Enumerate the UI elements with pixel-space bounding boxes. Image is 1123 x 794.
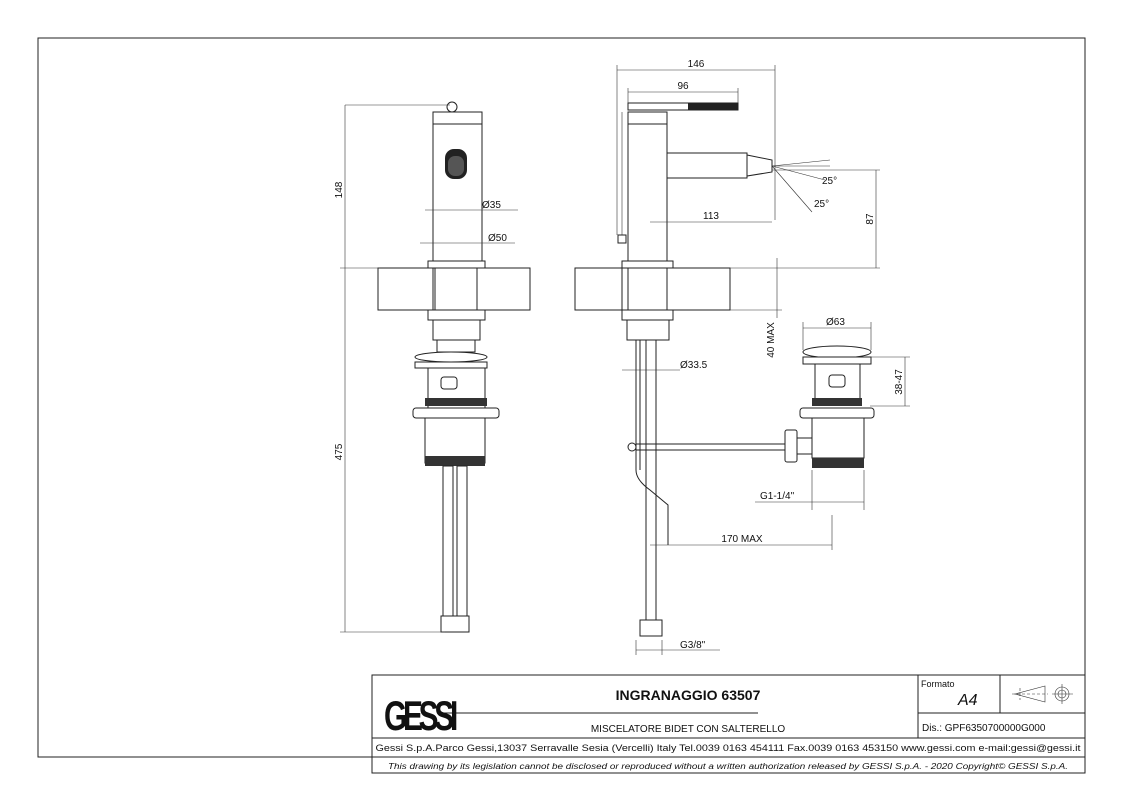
svg-text:GESSI: GESSI — [384, 692, 456, 739]
format-label: Formato — [921, 679, 955, 689]
dim-shank-diameter: Ø33.5 — [680, 360, 708, 371]
dim-spout-height: 87 — [865, 213, 876, 225]
product-subtitle: MISCELATORE BIDET CON SALTERELLO — [591, 724, 786, 735]
dim-base-diameter: Ø50 — [488, 233, 507, 244]
dim-hose-connection: G3/8" — [680, 640, 706, 651]
gessi-logo: GESSI — [384, 692, 462, 739]
dim-counter-thickness: 40 MAX — [766, 322, 777, 358]
angle-down: 25° — [814, 199, 829, 210]
format-value: A4 — [957, 692, 978, 709]
dim-cap-diameter: Ø63 — [826, 317, 845, 328]
front-view — [340, 101, 531, 633]
title-block — [371, 674, 1086, 774]
company-info: Gessi S.p.A.Parco Gessi,13037 Serravalle… — [376, 743, 1081, 754]
drawing-number: Dis.: GPF6350700000G000 — [922, 723, 1046, 734]
dim-cap-height: 38-47 — [894, 369, 905, 395]
product-title: INGRANAGGIO 63507 — [616, 687, 761, 703]
dim-lever-length: 96 — [677, 81, 689, 92]
waste-view — [755, 322, 910, 510]
angle-up: 25° — [822, 176, 837, 187]
dim-spout-reach: 113 — [703, 211, 719, 222]
dim-height-below: 475 — [334, 443, 345, 460]
dim-body-diameter: Ø35 — [482, 200, 501, 211]
dim-height-above: 148 — [334, 181, 345, 198]
dim-thread: G1-1/4" — [760, 491, 795, 502]
dim-rod-length: 170 MAX — [721, 534, 762, 545]
dim-total-length: 146 — [688, 59, 705, 70]
side-view — [574, 65, 880, 655]
disclaimer: This drawing by its legislation cannot b… — [388, 762, 1068, 771]
drawing-frame — [37, 37, 1086, 758]
